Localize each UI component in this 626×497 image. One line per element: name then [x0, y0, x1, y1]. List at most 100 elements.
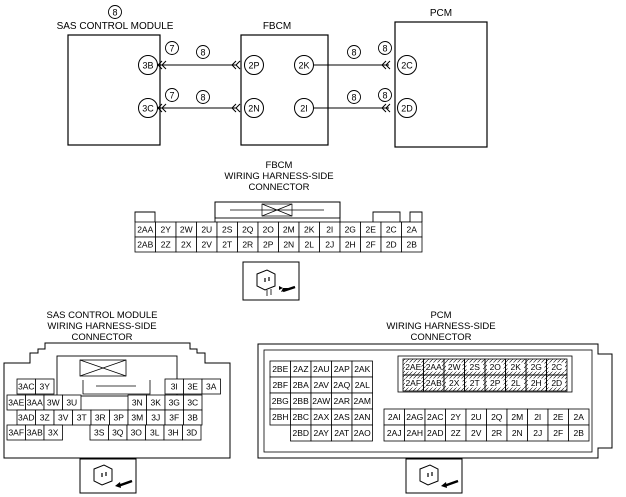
- pin-label: 2AF: [405, 378, 421, 388]
- pin-label: 2BG: [272, 396, 289, 406]
- fbcm-pin-circle: [294, 55, 314, 75]
- pin-label: 3G: [169, 398, 180, 408]
- pin-label: 2P: [490, 378, 501, 388]
- pin-label: 2Z: [451, 428, 461, 438]
- pin-label: 2AJ: [387, 428, 402, 438]
- pin-label: 2V: [202, 240, 213, 250]
- sas-connector-title: SAS CONTROL MODULE: [46, 310, 157, 321]
- connector-view-icon: [405, 458, 463, 494]
- pin-label: 3AF: [8, 428, 24, 438]
- pin-label: 3T: [77, 413, 87, 423]
- pin-label: 3Q: [112, 428, 124, 438]
- pin-label: 3O: [131, 428, 143, 438]
- sas-pin-label: 3C: [142, 104, 154, 114]
- pin-label: 2AS: [334, 412, 350, 422]
- pin-label: 2G: [531, 362, 542, 372]
- pin-label: 2BA: [293, 380, 309, 390]
- pin-label-bg: [507, 378, 524, 388]
- pin-label: 2AP: [334, 364, 350, 374]
- sas-connector: SAS CONTROL MODULE WIRING HARNESS-SIDE C…: [3, 310, 231, 494]
- pin-label: 3Y: [40, 382, 51, 392]
- pin-label: 2K: [304, 225, 315, 235]
- connector-view-icon: [79, 458, 137, 494]
- wire-mark: 8: [351, 93, 356, 103]
- fbcm-connector-title: FBCM: [266, 160, 293, 171]
- pin-label: 2AH: [406, 428, 423, 438]
- pin-label: 2L: [511, 378, 521, 388]
- fbcm-connector-chevron: [231, 60, 241, 70]
- sas-connector-chevron: [157, 103, 167, 113]
- pin-label: 2U: [471, 412, 482, 422]
- pcm-module-box: [394, 21, 488, 148]
- pin-label: 2T: [222, 240, 232, 250]
- wire-mark: 8: [382, 91, 387, 101]
- pcm-connector-title: WIRING HARNESS-SIDE: [386, 321, 495, 332]
- pin-label: 2AG: [406, 412, 423, 422]
- pin-label: 2C: [551, 362, 562, 372]
- sas-connector-title: CONNECTOR: [71, 332, 132, 343]
- sas-module-title: SAS CONTROL MODULE: [57, 21, 174, 32]
- pcm-connector-title: PCM: [430, 310, 451, 321]
- pin-label: 3P: [114, 413, 125, 423]
- pin-label: 2Y: [161, 225, 172, 235]
- fbcm-module-title: FBCM: [263, 21, 291, 32]
- pin-label: 2AD: [427, 428, 444, 438]
- pin-label: 2R: [242, 240, 253, 250]
- pin-label: 2AM: [354, 396, 371, 406]
- pin-label: 3F: [169, 413, 179, 423]
- pin-label: 2L: [305, 240, 315, 250]
- pin-label: 3X: [48, 428, 59, 438]
- fbcm-pin-label: 2N: [248, 104, 260, 114]
- pin-label: 2I: [326, 225, 333, 235]
- pin-label: 2T: [470, 378, 480, 388]
- pin-label: 2J: [533, 428, 542, 438]
- pin-label: 2I: [534, 412, 541, 422]
- fbcm-connector-title: CONNECTOR: [248, 182, 309, 193]
- pin-label: 3V: [58, 413, 69, 423]
- pcm-connector-chevron: [381, 60, 391, 70]
- sas-connector-chevron: [157, 60, 167, 70]
- pin-label: 2BH: [272, 412, 289, 422]
- pin-label: 2AC: [427, 412, 444, 422]
- pcm-pin-label: 2C: [401, 61, 413, 71]
- pin-label: 2H: [531, 378, 542, 388]
- pin-label: 2K: [511, 362, 522, 372]
- pin-label: 3H: [168, 428, 179, 438]
- pin-label: 2AK: [354, 364, 370, 374]
- pin-label: 2AE: [405, 362, 421, 372]
- fbcm-connector-housing: [134, 201, 423, 223]
- pin-label: 2X: [181, 240, 192, 250]
- pcm-connector-title: CONNECTOR: [410, 332, 471, 343]
- pin-label: 3AB: [27, 428, 43, 438]
- pin-label-bg: [466, 362, 483, 372]
- pin-label-bg: [487, 362, 504, 372]
- pin-label: 2AX: [313, 412, 329, 422]
- pin-label: 2N: [512, 428, 523, 438]
- pin-label-bg: [528, 378, 545, 388]
- pin-label: 2F: [366, 240, 376, 250]
- sas-connector-title: WIRING HARNESS-SIDE: [47, 321, 156, 332]
- pcm-connector-housing: [257, 343, 613, 459]
- pin-label-bg: [548, 378, 565, 388]
- pin-label: 2AY: [314, 428, 330, 438]
- pin-label: 2G: [345, 225, 356, 235]
- wire-mark: 8: [351, 48, 356, 58]
- pcm-connector-chevron: [381, 103, 391, 113]
- pin-label: 3S: [94, 428, 105, 438]
- pin-label-bg: [446, 378, 463, 388]
- fbcm-connector-title: WIRING HARNESS-SIDE: [224, 171, 333, 182]
- pin-label-bg: [405, 362, 422, 372]
- pin-label: 2H: [345, 240, 356, 250]
- pin-label-bg: [507, 362, 524, 372]
- pin-label: 2C: [386, 225, 397, 235]
- pin-label: 2Q: [491, 412, 503, 422]
- pin-label: 3U: [66, 398, 77, 408]
- pin-label: 2AL: [355, 380, 370, 390]
- pin-cell: [201, 378, 221, 395]
- pin-label-bg: [548, 362, 565, 372]
- pin-cell: [401, 236, 423, 253]
- pin-label: 2BC: [292, 412, 309, 422]
- pin-label: 3L: [150, 428, 160, 438]
